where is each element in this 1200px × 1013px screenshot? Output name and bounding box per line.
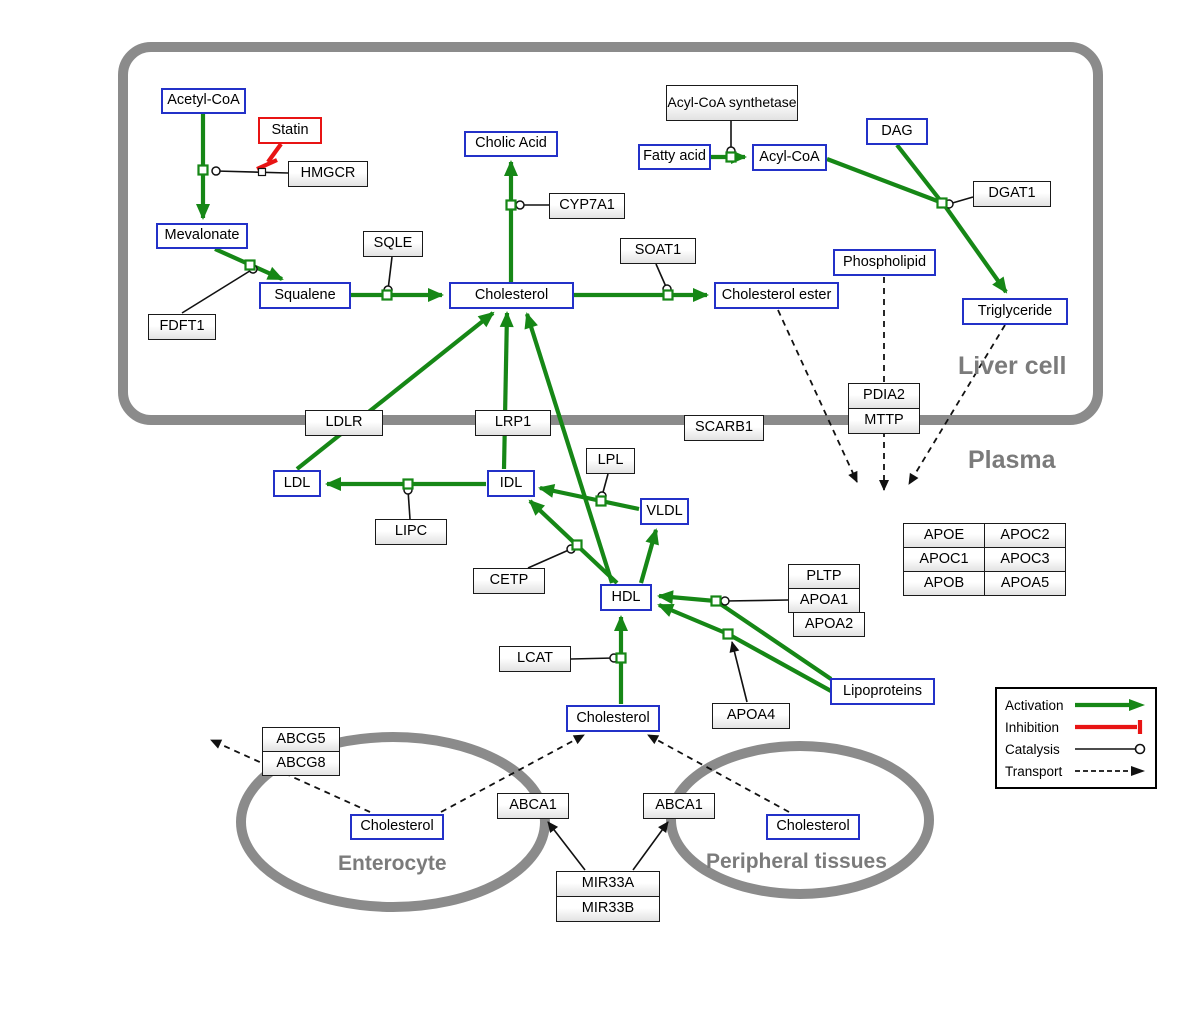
node-scarb1[interactable]: SCARB1 — [684, 415, 764, 441]
legend-row-inhibition: Inhibition — [1005, 716, 1147, 738]
activation-arrow-icon — [1075, 699, 1145, 711]
node-cyp7a1[interactable]: CYP7A1 — [549, 193, 625, 219]
node-squalene[interactable]: Squalene — [259, 282, 351, 309]
node-soat1[interactable]: SOAT1 — [620, 238, 696, 264]
node-apoa4[interactable]: APOA4 — [712, 703, 790, 729]
peripheral-tissues-membrane — [666, 741, 934, 899]
inhibition-target-port — [257, 167, 267, 177]
node-apoc2[interactable]: APOC2 — [984, 523, 1066, 548]
node-sqle[interactable]: SQLE — [363, 231, 423, 257]
catalysis-circle-icon — [1075, 743, 1146, 755]
node-apoc1[interactable]: APOC1 — [903, 547, 985, 572]
node-dgat1[interactable]: DGAT1 — [973, 181, 1051, 207]
node-lcat[interactable]: LCAT — [499, 646, 571, 672]
transport-edges — [210, 277, 1006, 813]
node-abcg8[interactable]: ABCG8 — [262, 751, 340, 776]
legend-row-catalysis: Catalysis — [1005, 738, 1147, 760]
node-apoa5[interactable]: APOA5 — [984, 571, 1066, 596]
node-lpl[interactable]: LPL — [586, 448, 635, 474]
node-pdia2[interactable]: PDIA2 — [848, 383, 920, 409]
node-abca1-peripheral[interactable]: ABCA1 — [643, 793, 715, 819]
regulation-edges — [547, 641, 748, 871]
catalysis-edges — [181, 121, 974, 663]
node-fatty-acid[interactable]: Fatty acid — [638, 144, 711, 170]
legend-catalysis-label: Catalysis — [1005, 741, 1060, 757]
node-vldl[interactable]: VLDL — [640, 498, 689, 525]
node-abca1-enterocyte[interactable]: ABCA1 — [497, 793, 569, 819]
liver-cell-label: Liver cell — [958, 352, 1067, 380]
liver-cell-membrane — [118, 42, 1103, 425]
node-mttp[interactable]: MTTP — [848, 408, 920, 434]
transport-dashed-arrow-icon — [1075, 766, 1145, 776]
node-abcg5[interactable]: ABCG5 — [262, 727, 340, 752]
legend: Activation Inhibition Catalysis Transpor… — [995, 687, 1157, 789]
node-cholesterol-plasma[interactable]: Cholesterol — [566, 705, 660, 732]
node-lipc[interactable]: LIPC — [375, 519, 447, 545]
legend-activation-label: Activation — [1005, 697, 1064, 713]
node-lrp1[interactable]: LRP1 — [475, 410, 551, 436]
node-phospholipid[interactable]: Phospholipid — [833, 249, 936, 276]
node-idl[interactable]: IDL — [487, 470, 535, 497]
node-mevalonate[interactable]: Mevalonate — [156, 223, 248, 249]
node-acyl-coa[interactable]: Acyl-CoA — [752, 144, 827, 171]
node-cholesterol-ester[interactable]: Cholesterol ester — [714, 282, 839, 309]
activation-edges — [196, 114, 1008, 704]
node-cetp[interactable]: CETP — [473, 568, 545, 594]
node-mir33b[interactable]: MIR33B — [556, 896, 660, 922]
node-hmgcr[interactable]: HMGCR — [288, 161, 368, 187]
node-cholesterol-liver[interactable]: Cholesterol — [449, 282, 574, 309]
peripheral-tissues-label: Peripheral tissues — [706, 850, 887, 873]
node-cholic-acid[interactable]: Cholic Acid — [464, 131, 558, 157]
node-apoe[interactable]: APOE — [903, 523, 985, 548]
node-acyl-coa-synthetase[interactable]: Acyl-CoA synthetase — [666, 85, 798, 121]
legend-inhibition-label: Inhibition — [1005, 719, 1060, 735]
inhibition-tbar-icon — [1075, 720, 1143, 734]
node-mir33a[interactable]: MIR33A — [556, 871, 660, 897]
compartment-borders — [118, 42, 1103, 912]
node-apoa2[interactable]: APOA2 — [793, 612, 865, 637]
node-fdft1[interactable]: FDFT1 — [148, 314, 216, 340]
node-cholesterol-enterocyte[interactable]: Cholesterol — [350, 814, 444, 840]
plasma-label: Plasma — [968, 446, 1056, 474]
node-cholesterol-peripheral[interactable]: Cholesterol — [766, 814, 860, 840]
reaction-nodes — [197, 151, 948, 664]
node-hdl[interactable]: HDL — [600, 584, 652, 611]
node-apob[interactable]: APOB — [903, 571, 985, 596]
enterocyte-membrane — [236, 732, 550, 912]
enterocyte-label: Enterocyte — [338, 852, 447, 875]
node-ldl[interactable]: LDL — [273, 470, 321, 497]
node-acetyl-coa[interactable]: Acetyl-CoA — [161, 88, 246, 114]
legend-row-activation: Activation — [1005, 694, 1147, 716]
legend-transport-label: Transport — [1005, 763, 1063, 779]
node-apoa1[interactable]: APOA1 — [788, 588, 860, 613]
node-pltp[interactable]: PLTP — [788, 564, 860, 589]
node-ldlr[interactable]: LDLR — [305, 410, 383, 436]
inhibition-edge — [256, 142, 283, 171]
node-triglyceride[interactable]: Triglyceride — [962, 298, 1068, 325]
legend-row-transport: Transport — [1005, 760, 1147, 782]
node-statin[interactable]: Statin — [258, 117, 322, 144]
node-lipoproteins[interactable]: Lipoproteins — [830, 678, 935, 705]
node-dag[interactable]: DAG — [866, 118, 928, 145]
node-apoc3[interactable]: APOC3 — [984, 547, 1066, 572]
